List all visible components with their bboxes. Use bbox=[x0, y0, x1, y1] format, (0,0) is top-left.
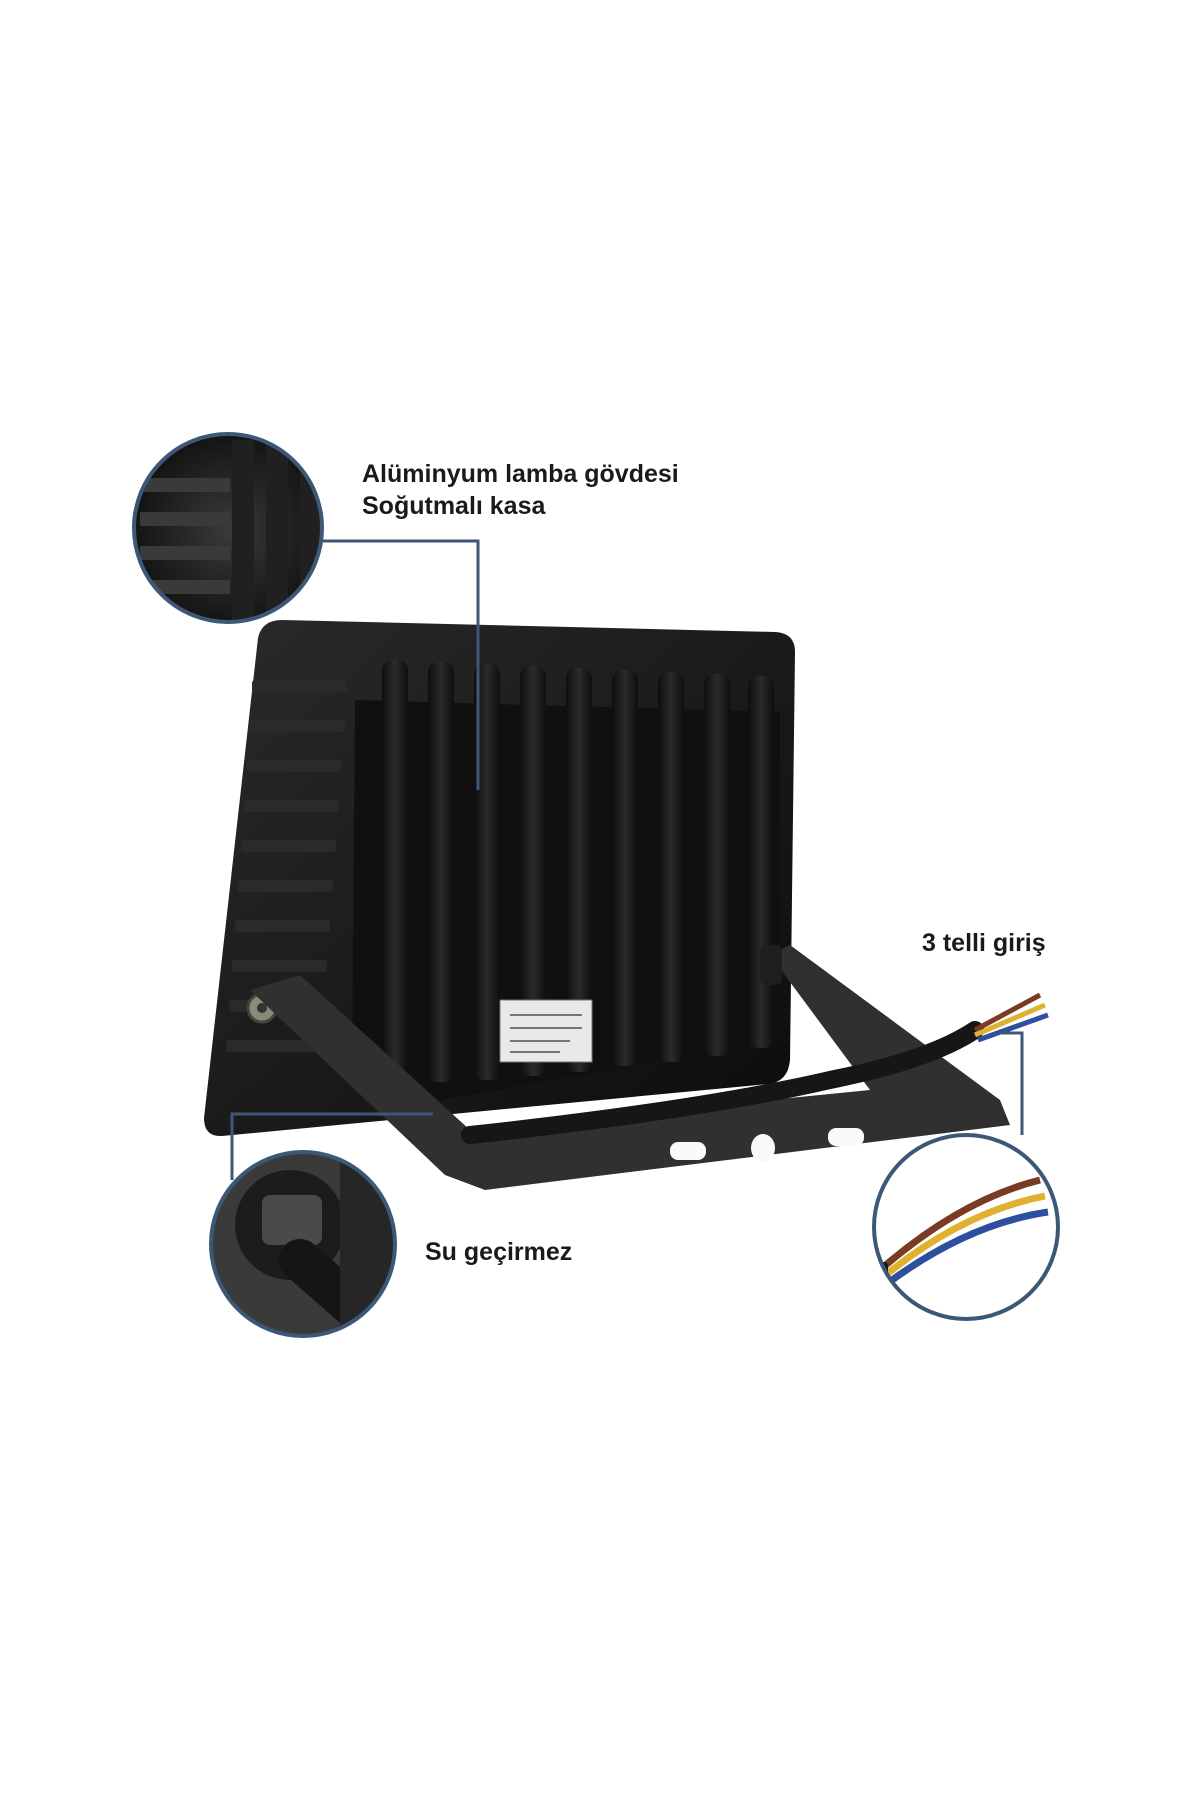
waterproof-annotation: Su geçirmez bbox=[425, 1238, 573, 1266]
mounting-bracket bbox=[250, 945, 1010, 1190]
callout-lines bbox=[230, 539, 1024, 1180]
callout-line-waterproof bbox=[230, 1112, 433, 1180]
casing-annotation-line1: Alüminyum lamba gövdesi bbox=[362, 460, 679, 488]
zoom-circle-wires bbox=[872, 1133, 1060, 1321]
lamp-housing bbox=[204, 620, 795, 1137]
casing-annotation: Alüminyum lamba gövdesi Soğutmalı kasa bbox=[362, 458, 679, 522]
power-cable bbox=[461, 992, 1049, 1144]
callout-line-casing bbox=[323, 539, 480, 790]
callout-line-wire bbox=[1000, 1031, 1024, 1135]
wire-input-annotation: 3 telli giriş bbox=[922, 929, 1046, 957]
zoom-circle-heatsink bbox=[132, 432, 324, 624]
casing-annotation-line2: Soğutmalı kasa bbox=[362, 492, 546, 520]
zoom-circle-gland bbox=[209, 1150, 397, 1338]
